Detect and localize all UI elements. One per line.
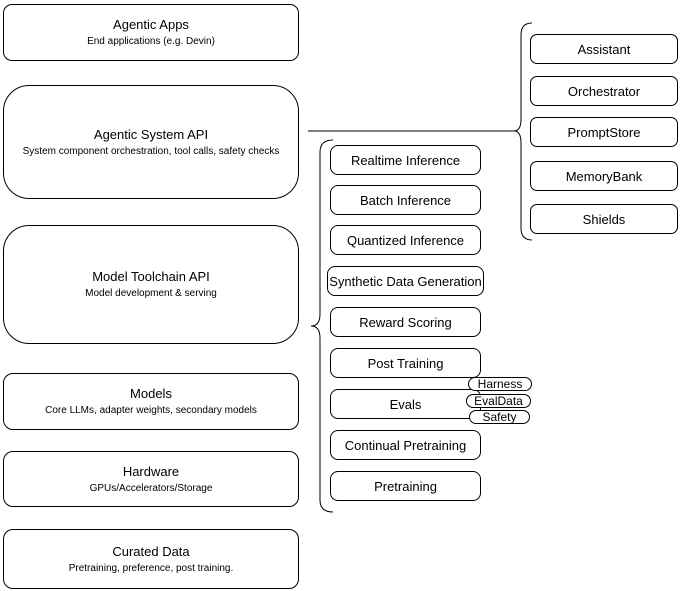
node-agentic-apps: Agentic Apps End applications (e.g. Devi… — [3, 4, 299, 61]
node-evals-evaldata: EvalData — [466, 394, 531, 408]
node-subtitle: Model development & serving — [85, 288, 217, 299]
node-realtime-inference: Realtime Inference — [330, 145, 481, 175]
node-hardware: Hardware GPUs/Accelerators/Storage — [3, 451, 299, 507]
node-title: Hardware — [122, 463, 180, 479]
node-reward-scoring: Reward Scoring — [330, 307, 481, 337]
node-memorybank: MemoryBank — [530, 161, 678, 191]
node-title: Agentic Apps — [113, 17, 189, 32]
node-agentic-system-api: Agentic System API System component orch… — [3, 85, 299, 199]
node-synthetic-data-generation: Synthetic Data Generation — [327, 266, 484, 296]
node-continual-pretraining: Continual Pretraining — [330, 430, 481, 460]
node-model-toolchain-api: Model Toolchain API Model development & … — [3, 225, 299, 344]
node-evals-harness: Harness — [468, 377, 532, 391]
node-orchestrator: Orchestrator — [530, 76, 678, 106]
node-evals-safety: Safety — [469, 410, 530, 424]
node-title: Agentic System API — [93, 126, 209, 142]
node-models: Models Core LLMs, adapter weights, secon… — [3, 373, 299, 430]
node-batch-inference: Batch Inference — [330, 185, 481, 215]
node-title: Models — [130, 386, 172, 401]
node-quantized-inference: Quantized Inference — [330, 225, 481, 255]
node-pretraining: Pretraining — [330, 471, 481, 501]
node-title: Curated Data — [112, 543, 190, 559]
node-assistant: Assistant — [530, 34, 678, 64]
node-subtitle: GPUs/Accelerators/Storage — [89, 482, 213, 494]
node-post-training: Post Training — [330, 348, 481, 378]
node-subtitle: End applications (e.g. Devin) — [87, 36, 215, 47]
node-evals: Evals — [330, 389, 481, 419]
node-subtitle: Core LLMs, adapter weights, secondary mo… — [45, 405, 257, 416]
node-title: Model Toolchain API — [92, 269, 210, 284]
node-promptstore: PromptStore — [530, 117, 678, 147]
node-curated-data: Curated Data Pretraining, preference, po… — [3, 529, 299, 589]
node-shields: Shields — [530, 204, 678, 234]
node-subtitle: Pretraining, preference, post training. — [68, 562, 234, 574]
node-subtitle: System component orchestration, tool cal… — [22, 145, 280, 157]
